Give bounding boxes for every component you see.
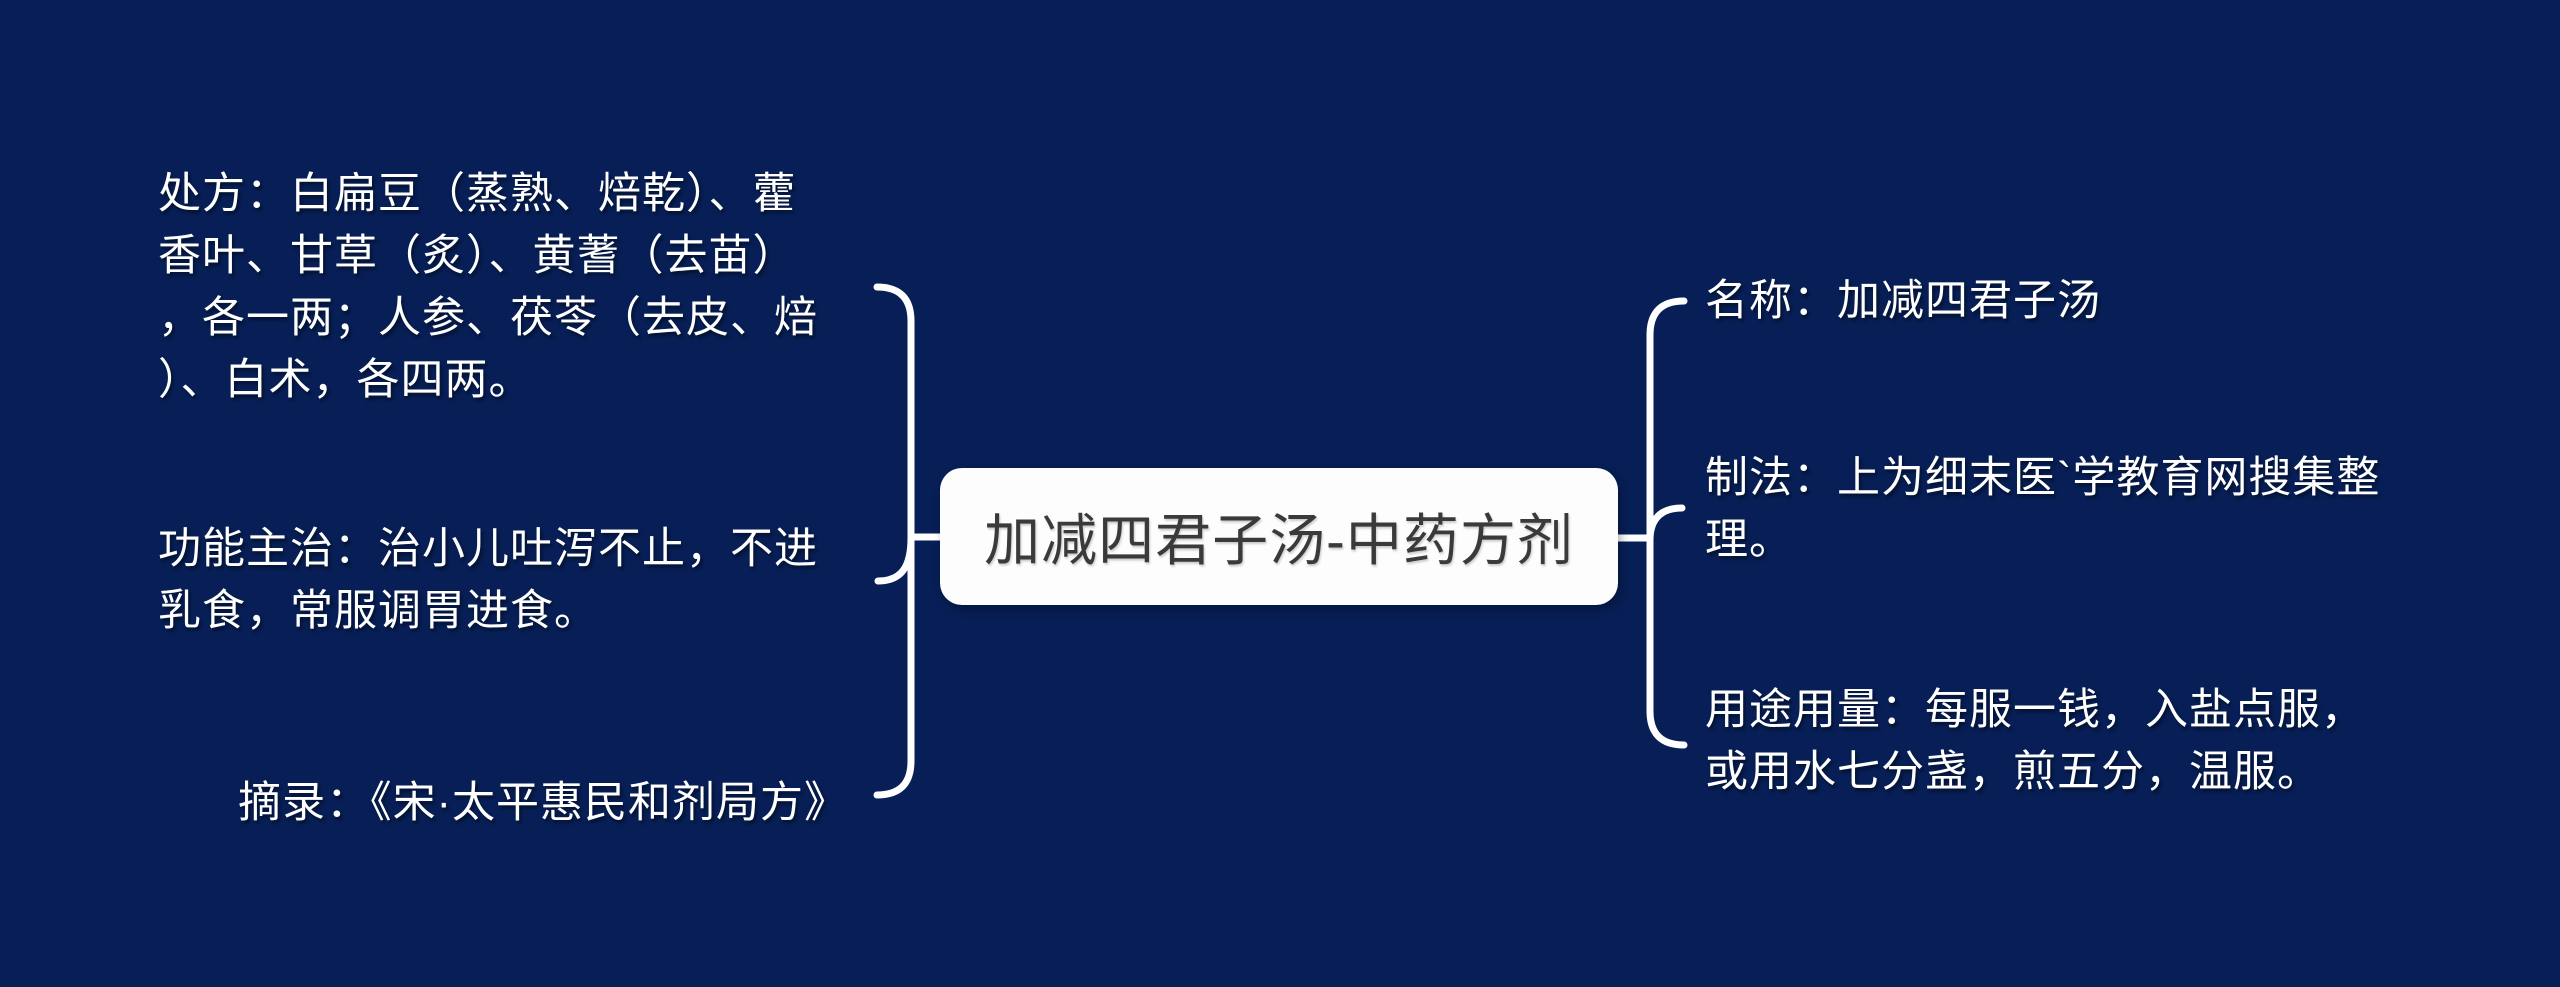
branch-source[interactable]: 摘录：《宋·太平惠民和剂局方》	[238, 779, 848, 827]
branch-preparation[interactable]: 制法：上为细末医`学教育网搜集整 理。	[1705, 454, 2381, 564]
right-brace-middle-hook	[1646, 504, 1686, 544]
left-brace-spine	[873, 283, 915, 799]
branch-indications[interactable]: 功能主治：治小儿吐泻不止，不进 乳食，常服调胃进食。	[158, 525, 818, 635]
branch-dosage[interactable]: 用途用量：每服一钱，入盐点服， 或用水七分盏，煎五分，温服。	[1705, 686, 2365, 796]
center-node[interactable]: 加减四君子汤-中药方剂	[940, 468, 1618, 605]
right-brace-spine	[1646, 297, 1688, 749]
branch-prescription[interactable]: 处方：白扁豆（蒸熟、焙乾）、藿 香叶、甘草（炙）、黄蓍（去苗） ，各一两；人参、…	[158, 170, 818, 404]
left-brace-middle-hook	[874, 534, 915, 585]
branch-name[interactable]: 名称：加减四君子汤	[1705, 277, 2101, 325]
